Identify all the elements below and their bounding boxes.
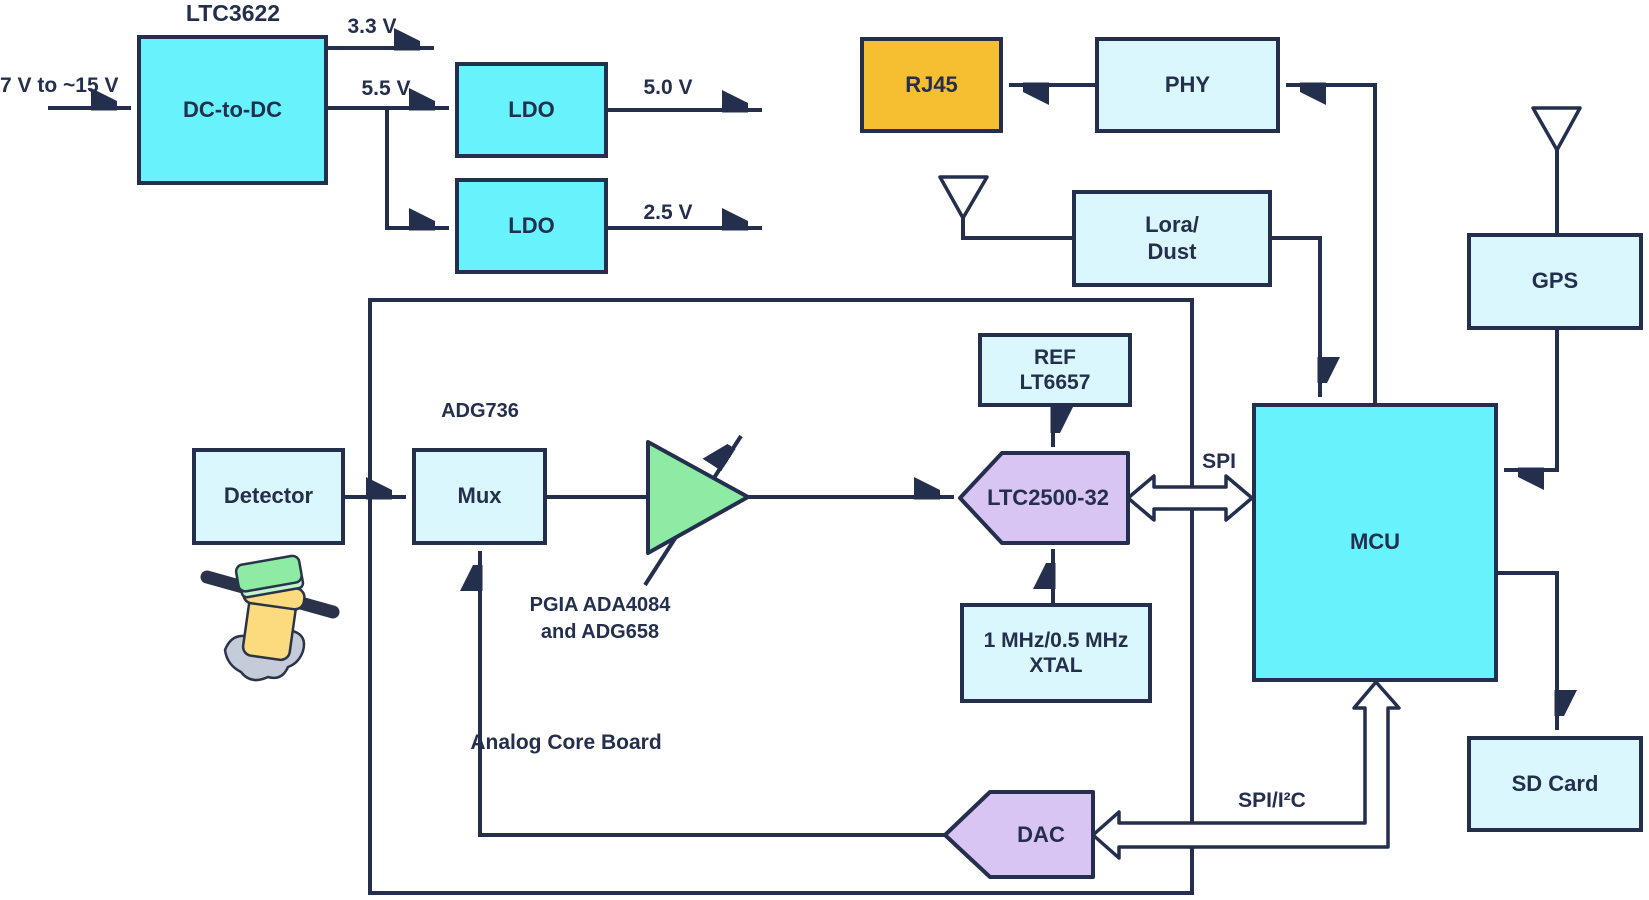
rail-5v5-branch-arrow [385,108,449,228]
xtal-label-line1: 1 MHz/0.5 MHz [983,628,1129,652]
sd-card-block: SD Card [1467,736,1643,832]
spi-i2c-bus-label: SPI/I²C [1238,789,1306,812]
pgia-amplifier-icon [646,440,750,555]
lora-antenna-feed-line [961,218,1072,240]
dcdc-label: DC-to-DC [183,96,282,122]
out-5v0-label: 5.0 V [643,76,693,99]
gps-antenna-icon [1531,106,1582,152]
xtal-block: 1 MHz/0.5 MHz XTAL [960,603,1152,703]
gps-label: GPS [1531,268,1579,294]
detector-label: Detector [223,483,314,509]
mcu-to-sd-arrow [1498,571,1557,730]
dac-label: DAC [1017,822,1065,847]
input-range-label: 7 V to ~15 V [0,74,119,97]
lora-label-line1: Lora/ [1145,212,1199,238]
dcdc-converter-block: DC-to-DC [137,35,328,185]
lora-dust-block: Lora/ Dust [1072,190,1272,287]
out-2v5-label: 2.5 V [643,201,693,224]
dac-to-mux-feedback-arrow [480,551,945,837]
mux-block: Mux [412,448,547,545]
sd-card-label: SD Card [1511,770,1599,796]
gps-block: GPS [1467,233,1643,330]
mux-label: Mux [457,483,502,509]
mcu-block: MCU [1252,403,1498,682]
analog-core-board-outline [368,298,1194,895]
pgia-part-label-line1: PGIA ADA4084 [529,594,671,616]
analog-core-board-label: Analog Core Board [470,731,662,754]
regulator-part-label: LTC3622 [185,0,281,26]
mux-part-label: ADG736 [441,400,519,422]
lora-to-mcu-arrow [1272,236,1320,397]
detector-probe-illustration [200,554,340,682]
ref-block: REF LT6657 [978,333,1132,407]
spi-i2c-bus-arrow [1091,680,1401,860]
ldo1-label: LDO [508,96,555,122]
mcu-to-phy-arrow [1286,85,1377,403]
phy-block: PHY [1095,37,1280,133]
ldo1-block: LDO [455,62,608,158]
rail-5v5-label: 5.5 V [361,77,411,100]
ldo2-label: LDO [508,212,555,238]
spi-bus-label: SPI [1202,450,1236,473]
ldo2-block: LDO [455,178,608,274]
pgia-part-label: PGIA ADA4084 and ADG658 [530,592,671,646]
ref-label-line1: REF [1034,345,1076,369]
rail-3v3-label: 3.3 V [347,15,397,38]
detector-block: Detector [192,448,345,545]
phy-label: PHY [1164,71,1211,97]
lora-antenna-icon [938,175,989,220]
lora-label-line2: Dust [1147,238,1197,264]
probe-cap-top [234,554,303,593]
pgia-part-label-line2: and ADG658 [540,621,660,643]
adc-label: LTC2500-32 [987,485,1109,510]
mcu-label: MCU [1349,529,1401,555]
rj45-block: RJ45 [860,37,1003,133]
rj45-label: RJ45 [905,71,958,97]
xtal-label-line2: XTAL [1029,654,1083,677]
ref-label-line2: LT6657 [1019,371,1091,394]
gps-to-mcu-arrow [1504,330,1559,470]
